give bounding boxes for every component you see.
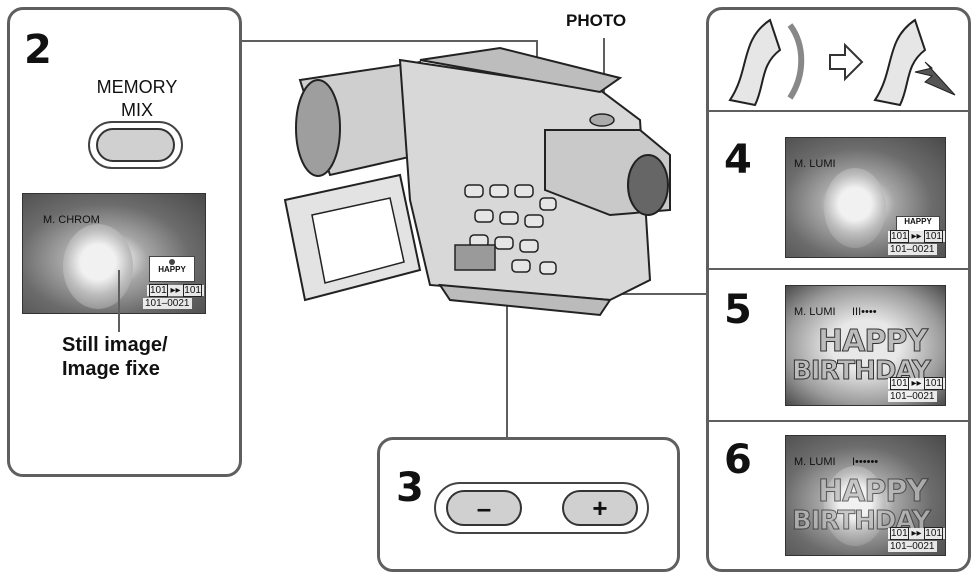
lcd-counter: 101–0021 [888,244,937,255]
camcorder-lens [298,60,442,177]
lcd-folder-row: 101 ▸▸ 101 [888,377,945,390]
page-turn-illustration [728,18,956,107]
lcd-step-6: M. LUMI I•••••• HAPPY BIRTHDAY 101 ▸▸ 10… [785,435,946,556]
lcd-counter: 101–0021 [143,298,192,309]
lcd-step-5: M. LUMI III•••• HAPPY BIRTHDAY 101 ▸▸ 10… [785,285,946,406]
camcorder-top [419,46,623,94]
camcorder-lcd-panel [283,173,422,302]
step-number-4: 4 [724,137,752,183]
minus-button[interactable]: – [446,490,522,526]
camcorder-lens-front [295,79,341,177]
folder-arrow-icon: ▸▸ [911,528,922,539]
lcd-face [824,168,886,248]
lcd-folder-a: 101 [890,377,909,390]
lcd-folder-b: 101 [183,284,202,297]
divider-3 [708,420,969,422]
lcd-folder-row: 101 ▸▸ 101 [888,230,945,243]
plus-button-label: + [592,493,608,523]
camcorder-body [398,58,652,302]
lcd-progress-bar: I•••••• [852,456,879,468]
folder-arrow-icon: ▸▸ [911,231,922,242]
lcd-happy-badge: HAPPY [149,256,195,282]
still-image-pointer-line [118,270,120,332]
lcd-progress-bar: III•••• [852,306,877,318]
still-image-caption: Still image/ Image fixe [62,333,168,381]
lcd-face [824,466,886,546]
memory-mix-button-ring [88,121,183,169]
lcd-folder-a: 101 [890,527,909,540]
memory-mix-label-line2: MIX [120,100,153,120]
camcorder-photo-button [589,113,615,127]
lcd-mode-text: M. LUMI [794,456,836,468]
divider-2 [708,268,969,270]
lcd-counter: 101–0021 [888,391,937,402]
lcd-mode-text: M. LUMI [794,306,836,318]
step-number-6: 6 [724,437,752,483]
hollow-arrow-icon [829,42,864,82]
lcd-folder-b: 101 [924,377,943,390]
camcorder-viewfinder [544,129,671,217]
step-number-2: 2 [24,27,52,73]
camcorder-lcd-screen [311,197,405,284]
lcd-face [63,224,133,309]
lcd-still-image: M. CHROM HAPPY 101 ▸▸ 101 101–0021 [22,193,206,314]
photo-arrow-line [603,38,605,100]
page-flip-right-icon [873,18,927,107]
lcd-folder-b: 101 [924,527,943,540]
camcorder-button-grid [464,184,557,275]
lcd-happy-dot [169,259,175,265]
lcd-mode-text: M. CHROM [43,214,100,226]
lcd-folder-a: 101 [890,230,909,243]
curved-arrow-icon [787,23,805,100]
camcorder-speaker [454,244,496,271]
lcd-folder-row: 101 ▸▸ 101 [888,527,945,540]
folder-arrow-icon: ▸▸ [911,378,922,389]
lcd-happy-text: HAPPY [817,474,928,510]
minus-button-label: – [476,493,492,523]
memory-mix-label: MEMORY MIX [72,76,202,122]
lcd-folder-a: 101 [149,284,168,297]
lcd-folder-row: 101 ▸▸ 101 [147,284,204,297]
step-number-5: 5 [724,287,752,333]
viewfinder-eyepiece [627,154,669,216]
plus-button[interactable]: + [562,490,638,526]
lcd-happy-text: HAPPY [158,265,186,274]
still-image-caption-line2: Image fixe [62,358,160,380]
still-image-caption-line1: Still image/ [62,334,168,356]
photo-label: PHOTO [566,11,627,30]
photo-arrow-icon [596,98,612,112]
press-arrow-icon [914,61,956,96]
connector-top-horizontal [242,40,537,42]
step-number-3: 3 [396,465,424,511]
memory-mix-button[interactable] [96,128,175,162]
folder-arrow-icon: ▸▸ [170,285,181,296]
connector-top-vertical [536,40,538,200]
lcd-folder-b: 101 [924,230,943,243]
lcd-happy-text: HAPPY [817,324,928,360]
connector-bottom-vertical [506,255,508,438]
camcorder-base [438,283,612,317]
page-flip-left-icon [728,18,782,107]
memory-mix-label-line1: MEMORY [96,77,178,97]
lcd-step-4: M. LUMI HAPPY 101 ▸▸ 101 101–0021 [785,137,946,258]
divider-1 [708,110,969,112]
lcd-counter: 101–0021 [888,541,937,552]
zoom-button-outline [434,482,649,534]
lcd-mode-text: M. LUMI [794,158,836,170]
connector-right-horizontal [588,293,708,295]
